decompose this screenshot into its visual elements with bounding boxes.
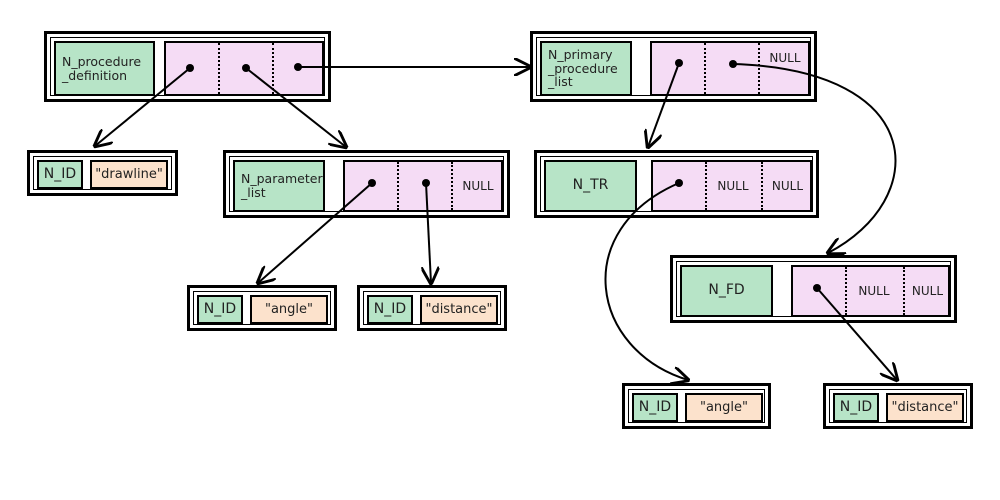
node-inner-border: [33, 156, 172, 190]
string-value: "distance": [420, 295, 498, 324]
pointer-dot: [242, 64, 250, 72]
pointer-dot: [675, 179, 683, 187]
null-slot: NULL: [769, 51, 801, 65]
slot-divider: [218, 43, 220, 94]
slot-divider: [272, 43, 274, 94]
node-type-label: N_procedure _definition: [54, 41, 155, 96]
pointer-dot: [186, 64, 194, 72]
edge-tr-to-angle: [604, 182, 688, 380]
edge-def-to-params: [245, 67, 346, 147]
slot-divider: [705, 162, 707, 210]
node-type-label: N_ID: [632, 393, 678, 422]
edge-params-to-angle: [258, 182, 373, 283]
slot-divider: [845, 267, 847, 315]
node-inner-border: [829, 389, 967, 423]
node-type-label: N_TR: [544, 160, 637, 212]
id-distance-node-1: N_ID "distance": [357, 285, 507, 331]
node-inner-border: [193, 291, 331, 325]
null-slot: NULL: [858, 284, 890, 298]
slot-divider: [761, 162, 763, 210]
node-type-label: N_ID: [197, 295, 243, 324]
node-type-label: N_FD: [680, 265, 773, 317]
pointer-dot: [368, 179, 376, 187]
string-value: "drawline": [90, 160, 168, 189]
id-drawline-node: N_ID "drawline": [27, 150, 178, 196]
null-slot: NULL: [462, 179, 494, 193]
id-angle-node-2: N_ID "angle": [622, 383, 771, 429]
edge-primary-to-fd: [732, 63, 897, 253]
pointer-dot: [675, 59, 683, 67]
edge-params-to-distance: [426, 182, 431, 283]
node-type-label: N_ID: [833, 393, 879, 422]
slot-divider: [704, 43, 706, 94]
node-type-label: N_ID: [37, 160, 83, 189]
edge-def-to-id: [95, 67, 191, 146]
pointer-dot: [422, 179, 430, 187]
parameter-list-node: N_parameter _list NULL: [223, 150, 510, 218]
null-slot: NULL: [771, 179, 804, 193]
node-inner-border: [363, 291, 501, 325]
string-value: "distance": [886, 393, 964, 422]
pointer-dot: [813, 284, 821, 292]
slot-divider: [903, 267, 905, 315]
pointer-dot: [729, 60, 737, 68]
slot-divider: [397, 162, 399, 210]
edge-fd-to-distance: [816, 287, 897, 380]
id-distance-node-2: N_ID "distance": [823, 383, 973, 429]
node-inner-border: [628, 389, 765, 423]
node-type-label: N_parameter _list: [233, 160, 325, 212]
id-angle-node-1: N_ID "angle": [187, 285, 337, 331]
slot-divider: [451, 162, 453, 210]
string-value: "angle": [685, 393, 763, 422]
pointer-slots: NULL NULL: [651, 160, 812, 212]
null-slot: NULL: [911, 284, 944, 298]
edge-primary-to-tr: [648, 62, 680, 147]
pointer-dot: [294, 63, 302, 71]
string-value: "angle": [250, 295, 328, 324]
node-type-label: N_ID: [367, 295, 413, 324]
slot-divider: [758, 43, 760, 94]
null-slot: NULL: [717, 179, 749, 193]
node-type-label: N_primary _procedure _list: [540, 41, 632, 96]
